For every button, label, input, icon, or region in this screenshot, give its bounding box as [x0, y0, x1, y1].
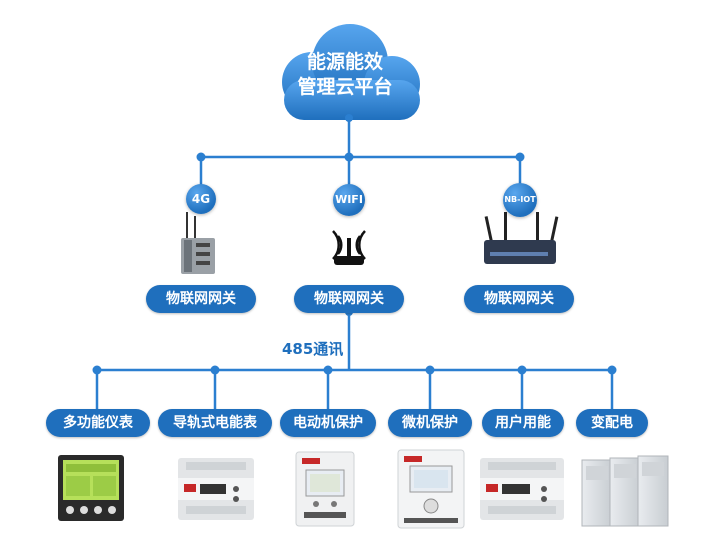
device-label-din-rail-meter: 导轨式电能表: [158, 409, 272, 437]
user-energy-meter-icon: [480, 458, 564, 520]
cloud-platform-title: 能源能效 管理云平台: [270, 50, 420, 100]
cloud-title-line2: 管理云平台: [297, 76, 393, 98]
gateway-label-wifi: 物联网网关: [294, 285, 404, 313]
device-label-multifunction-meter: 多功能仪表: [46, 409, 150, 437]
network-badge-wifi: WIFI: [333, 184, 365, 216]
microcomputer-protection-icon: [397, 449, 465, 529]
gateway-label-4g: 物联网网关: [146, 285, 256, 313]
motor-protector-icon: [295, 451, 355, 527]
wifi-router-icon: [332, 230, 366, 265]
gateway-label-nb-iot: 物联网网关: [464, 285, 574, 313]
din-rail-meter-icon: [178, 458, 254, 520]
device-label-microcomputer-protection: 微机保护: [388, 409, 472, 437]
device-label-substation: 变配电: [576, 409, 648, 437]
device-label-user-energy: 用户用能: [482, 409, 564, 437]
switchgear-cabinet-icon: [581, 455, 669, 527]
multifunction-meter-icon: [58, 455, 124, 521]
network-badge-nb-iot: NB-IOT: [503, 183, 537, 217]
cloud-title-line1: 能源能效: [306, 51, 383, 73]
device-label-motor-protection: 电动机保护: [280, 409, 376, 437]
protocol-label: 485通讯: [282, 340, 344, 358]
nb-iot-router-icon: [484, 212, 559, 264]
network-badge-4g: 4G: [186, 184, 216, 214]
din-gateway-icon: [181, 212, 215, 274]
junction-dots: [92, 114, 617, 375]
cloud-shape: [282, 24, 420, 120]
